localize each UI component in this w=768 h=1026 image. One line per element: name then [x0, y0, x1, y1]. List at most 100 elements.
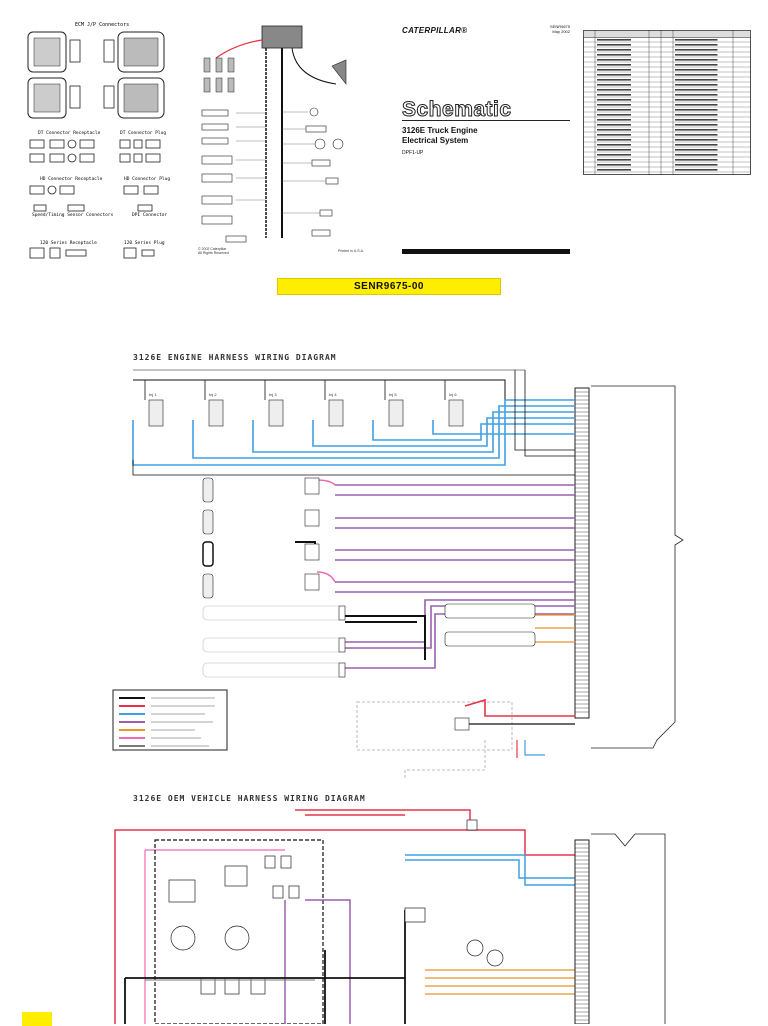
sensor-group — [202, 477, 344, 678]
printed-notice: Printed in U.S.A. — [338, 249, 364, 253]
io-plug-label: 120 Series Plug — [124, 240, 165, 246]
table-cell-text — [597, 54, 631, 56]
table-cell-text — [675, 134, 718, 136]
svg-text:Inj 2: Inj 2 — [209, 392, 217, 397]
svg-text:Inj 6: Inj 6 — [449, 392, 457, 397]
sensor-wires-pink — [316, 479, 336, 583]
table-cell-text — [675, 149, 718, 151]
io-receptacle-label: 120 Series Receptacle — [40, 240, 97, 246]
svg-text:Inj 4: Inj 4 — [329, 392, 337, 397]
dt-connector-icons — [29, 139, 161, 163]
table-cell-text — [597, 159, 631, 161]
table-cell-text — [675, 124, 718, 126]
table-cell-text — [675, 44, 718, 46]
table-cell-text — [675, 54, 718, 56]
ecm-connectors-label: ECM J/P Connectors — [75, 22, 129, 28]
hd-plug-label: HD Connector Plug — [124, 176, 170, 182]
part-number-banner: SENR9675-00 — [277, 278, 501, 295]
injector-harness-blue — [132, 399, 575, 466]
table-cell-text — [675, 59, 718, 61]
vehicle-right-components — [404, 819, 504, 967]
power-wires-pink — [144, 849, 285, 1024]
vehicle-wires-purple — [284, 899, 351, 1024]
table-cell-text — [597, 69, 631, 71]
ecm-connector-j2-column — [574, 385, 684, 749]
table-cell-text — [597, 99, 631, 101]
table-cell-text — [597, 44, 631, 46]
document-date: SENR9675 May 2002 — [549, 24, 570, 34]
table-cell-text — [597, 169, 631, 171]
table-cell-text — [675, 94, 718, 96]
table-cell-text — [597, 84, 631, 86]
harness-overview-panel — [201, 25, 347, 243]
table-cell-text — [597, 129, 631, 131]
io-connector-icons — [29, 247, 155, 259]
table-cell-text — [675, 64, 718, 66]
copyright-notice: © 2002 Caterpillar All Rights Reserved — [198, 247, 229, 255]
title-rule-bottom — [402, 249, 570, 254]
caterpillar-logo: CATERPILLAR® — [402, 26, 468, 35]
ecm-connector-j2 — [103, 77, 165, 119]
sensor-icons-left — [201, 109, 247, 243]
serial-prefix: DPF1-UP — [402, 150, 424, 156]
dt-plug-label: DT Connector Plug — [120, 130, 166, 136]
table-cell-text — [597, 144, 631, 146]
table-cell-text — [597, 89, 631, 91]
speed-timing-section — [356, 698, 575, 780]
table-cell-text — [597, 124, 631, 126]
table-cell-text — [675, 109, 718, 111]
schematic-title: Schematic — [402, 98, 512, 122]
ecm-connector-j1 — [103, 31, 165, 73]
table-cell-text — [597, 74, 631, 76]
table-cell-text — [675, 159, 718, 161]
engine-harness-wiring-diagram: Inj 1 Inj 2 Inj 3 Inj 4 Inj 5 Inj 6 — [112, 369, 684, 780]
table-cell-text — [675, 39, 718, 41]
table-cell-text — [597, 139, 631, 141]
vehicle-wires-orange — [425, 969, 575, 995]
table-cell-text — [675, 139, 718, 141]
schematic-subtitle: 3126E Truck Engine Electrical System — [402, 126, 478, 145]
table-cell-text — [597, 49, 631, 51]
table-cell-text — [597, 94, 631, 96]
speed-sensor-icons — [33, 204, 153, 212]
table-cell-text — [597, 134, 631, 136]
table-cell-text — [675, 84, 718, 86]
dt-receptacle-label: DT Connector Receptacle — [38, 130, 101, 136]
hd-receptacle-label: HD Connector Receptacle — [40, 176, 103, 182]
vehicle-wires-blue — [405, 854, 575, 886]
injector-labels: Inj 1 Inj 2 Inj 3 Inj 4 Inj 5 Inj 6 — [149, 392, 457, 397]
ecm-connector-p1 — [27, 31, 81, 73]
table-cell-text — [675, 99, 718, 101]
table-cell-text — [675, 144, 718, 146]
table-cell-text — [675, 154, 718, 156]
table-cell-text — [597, 114, 631, 116]
vehicle-harness-wiring-diagram — [114, 809, 666, 1024]
table-cell-text — [597, 149, 631, 151]
table-cell-text — [597, 59, 631, 61]
table-cell-text — [675, 114, 718, 116]
injector-harness-black — [132, 370, 575, 476]
injector-icons — [148, 399, 464, 427]
injector-icons — [203, 57, 235, 93]
hd-connector-icons — [29, 185, 159, 195]
ecm-connector-p2 — [27, 77, 81, 119]
svg-text:Inj 1: Inj 1 — [149, 392, 157, 397]
table-cell-text — [597, 64, 631, 66]
svg-text:Inj 3: Inj 3 — [269, 392, 277, 397]
vehicle-wires-black — [124, 910, 425, 1024]
table-cell-text — [675, 74, 718, 76]
table-cell-text — [675, 89, 718, 91]
sensor-connectors — [304, 477, 346, 678]
vehicle-harness-diagram-title: 3126E OEM VEHICLE HARNESS WIRING DIAGRAM — [133, 794, 366, 803]
table-cell-text — [675, 169, 718, 171]
table-cell-text — [597, 164, 631, 166]
right-sensor-icons — [444, 603, 536, 647]
wire-color-legend — [112, 689, 228, 751]
speed-sensor-label: Speed/Timing Sensor Connectors — [32, 212, 114, 218]
table-cell-text — [675, 119, 718, 121]
table-cell-text — [675, 104, 718, 106]
table-cell-text — [675, 79, 718, 81]
svg-text:Inj 5: Inj 5 — [389, 392, 397, 397]
dashboard-components — [168, 855, 300, 995]
power-wires-red — [114, 809, 575, 1024]
